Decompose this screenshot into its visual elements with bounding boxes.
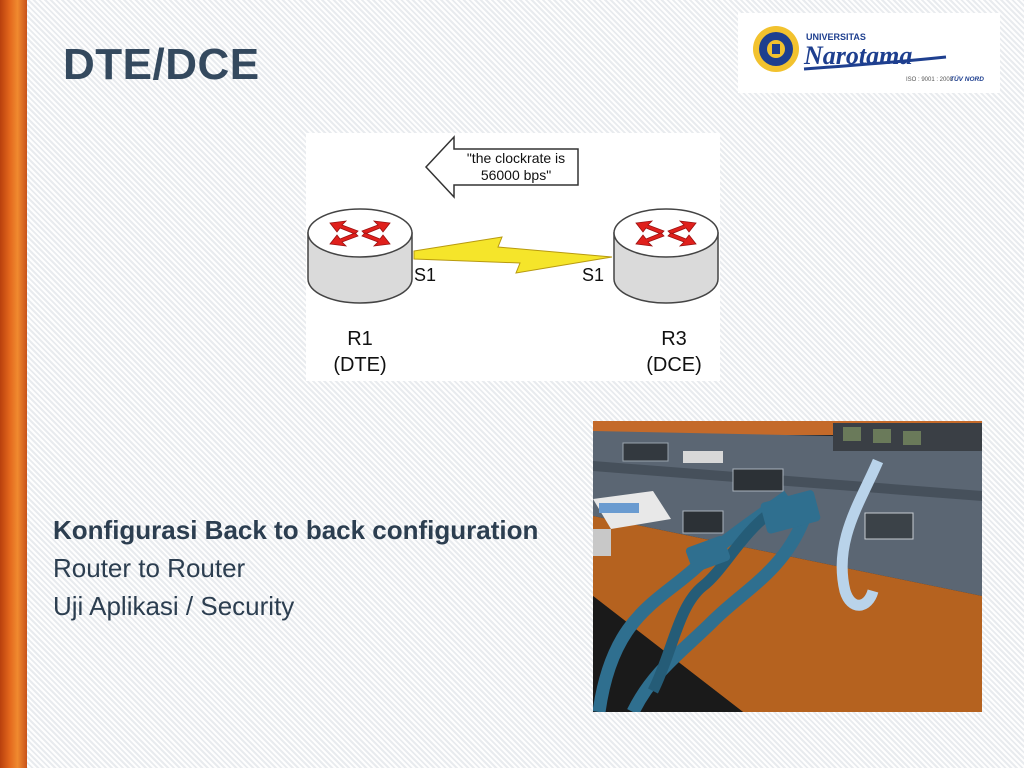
- slide-title: DTE/DCE: [63, 40, 260, 89]
- text-line-router: Router to Router: [53, 553, 246, 583]
- callout-arrow: [424, 135, 579, 199]
- r3-interface-label: S1: [582, 265, 604, 285]
- logo-university-name: Narotama: [803, 41, 912, 70]
- university-logo-graphic: UNIVERSITAS Narotama ISO : 9001 : 2008 T…: [753, 26, 984, 83]
- accent-side-bar: [0, 0, 27, 768]
- callout-text-line1: "the clockrate is: [467, 150, 565, 166]
- r3-role-label: (DCE): [646, 354, 702, 376]
- router-r3-icon: [613, 208, 719, 304]
- r3-name-label: R3: [661, 328, 687, 350]
- slide-text-block: Konfigurasi Back to back configuration R…: [53, 511, 573, 625]
- logo-cert-text: ISO : 9001 : 2008: [906, 77, 954, 83]
- university-logo: UNIVERSITAS Narotama ISO : 9001 : 2008 T…: [738, 13, 1000, 93]
- r1-role-label: (DTE): [333, 354, 386, 376]
- logo-cert-body: TÜV NORD: [950, 74, 984, 83]
- r1-interface-label: S1: [414, 265, 436, 285]
- callout-text-line2: 56000 bps": [481, 167, 551, 183]
- router-cable-photo: [593, 421, 982, 712]
- text-line-heading: Konfigurasi Back to back configuration: [53, 515, 539, 545]
- r1-name-label: R1: [347, 328, 373, 350]
- logo-university-label: UNIVERSITAS: [806, 32, 866, 42]
- text-line-security: Uji Aplikasi / Security: [53, 591, 295, 621]
- router-r1-icon: [307, 208, 413, 304]
- logo-swoosh: [803, 55, 947, 71]
- dte-dce-diagram: "the clockrate is 56000 bps": [306, 133, 720, 381]
- serial-link-bolt-icon: [413, 236, 613, 274]
